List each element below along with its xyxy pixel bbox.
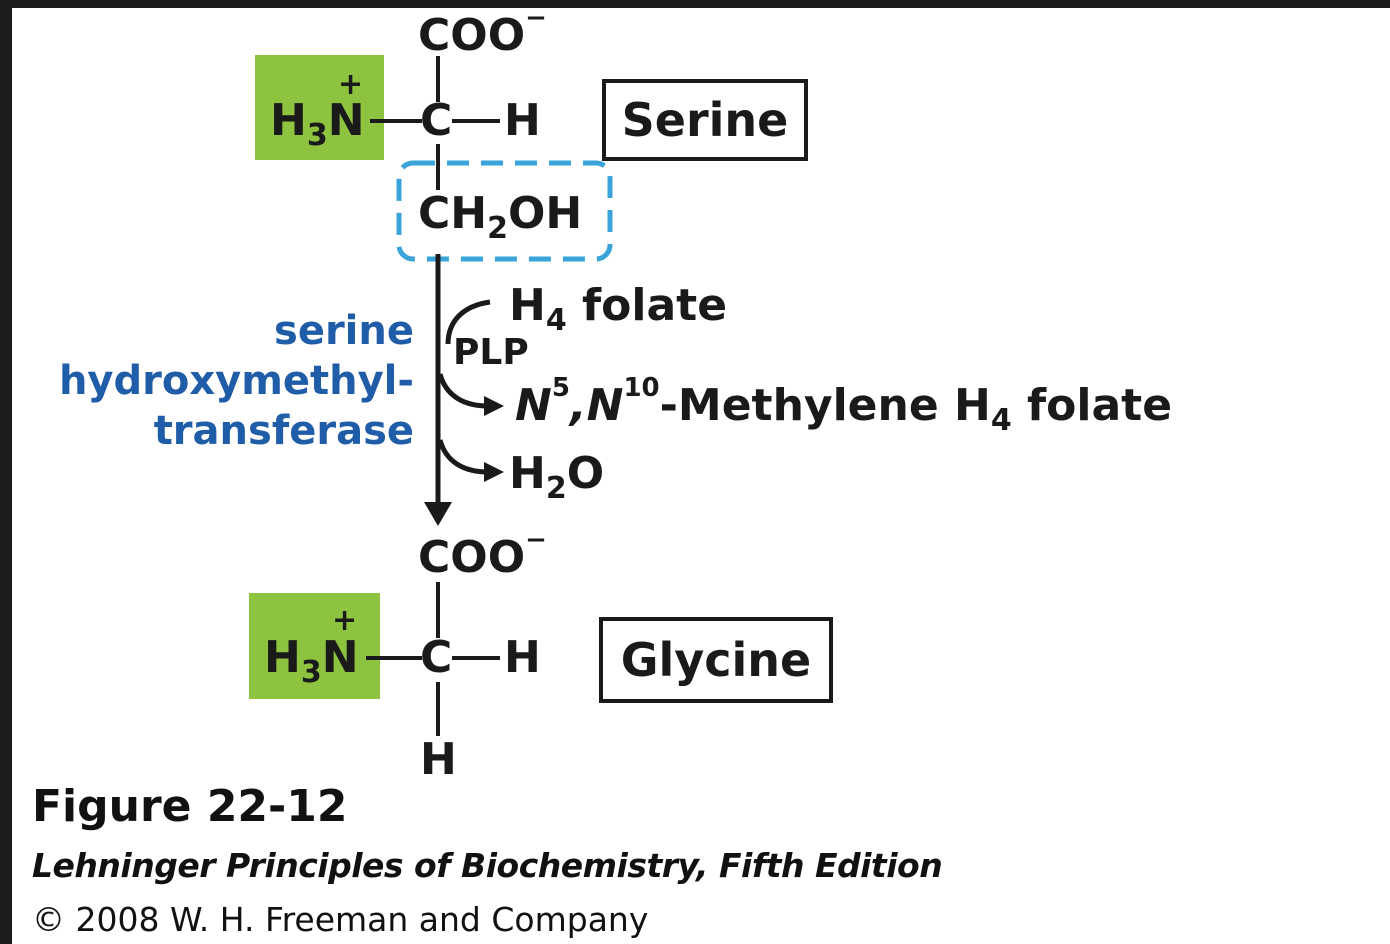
enzyme-line-1: serine [274, 308, 414, 354]
glycine-amine: H3N [264, 632, 359, 690]
serine-hydrogen: H [504, 95, 541, 146]
side-chain-highlight-box [396, 160, 613, 262]
serine-bond-carboxyl [436, 56, 440, 102]
reaction-arrows [396, 160, 613, 526]
figure: COO− + H3N C H Serine CH2OH serine hydro… [12, 3, 1390, 944]
water-arrowhead [484, 462, 504, 482]
caption-book: Lehninger Principles of Biochemistry, Fi… [32, 846, 943, 885]
serine-carboxylate: COO− [418, 3, 547, 61]
methylene-arrowhead [484, 396, 504, 416]
methylene-exit-curve [437, 373, 489, 409]
product-methylene-folate: N5,N10-Methylene H4 folate [515, 373, 1173, 438]
substrate-h4-folate: H4 folate [509, 280, 728, 338]
glycine-hydrogen: H [504, 632, 541, 683]
glycine-alpha-carbon: C [420, 632, 453, 683]
serine-side-chain: CH2OH [418, 188, 583, 246]
enzyme-line-2: hydroxymethyl- [58, 358, 414, 404]
serine-label: Serine [602, 79, 808, 161]
enzyme-line-3: transferase [153, 408, 414, 454]
glycine-bond-carboxyl [436, 582, 440, 638]
serine-amine: H3N [270, 95, 365, 153]
glycine-amine-highlight [249, 593, 380, 699]
serine-bond-hydrogen [452, 119, 500, 123]
glycine-bottom-hydrogen: H [420, 734, 457, 785]
glycine-amine-charge: + [332, 603, 358, 638]
substrate-entry-curve [445, 299, 491, 345]
cofactor-plp: PLP [453, 332, 529, 373]
water-exit-curve [437, 439, 489, 475]
caption-title: Figure 22-12 [32, 781, 348, 832]
glycine-carboxylate: COO− [418, 525, 547, 583]
serine-bond-sidechain [436, 144, 440, 190]
glycine-bond-hydrogen [452, 656, 500, 660]
serine-alpha-carbon: C [420, 95, 453, 146]
serine-bond-amine [370, 119, 422, 123]
glycine-bond-bottom-h [436, 682, 440, 736]
glycine-bond-amine [366, 656, 422, 660]
serine-amine-highlight [255, 55, 384, 160]
main-reaction-arrowhead [424, 502, 452, 526]
caption-copyright: © 2008 W. H. Freeman and Company [32, 900, 649, 939]
serine-amine-charge: + [338, 67, 364, 102]
product-water: H2O [509, 448, 605, 506]
glycine-label: Glycine [599, 617, 833, 703]
enzyme-name: serine hydroxymethyl- transferase [59, 306, 414, 456]
